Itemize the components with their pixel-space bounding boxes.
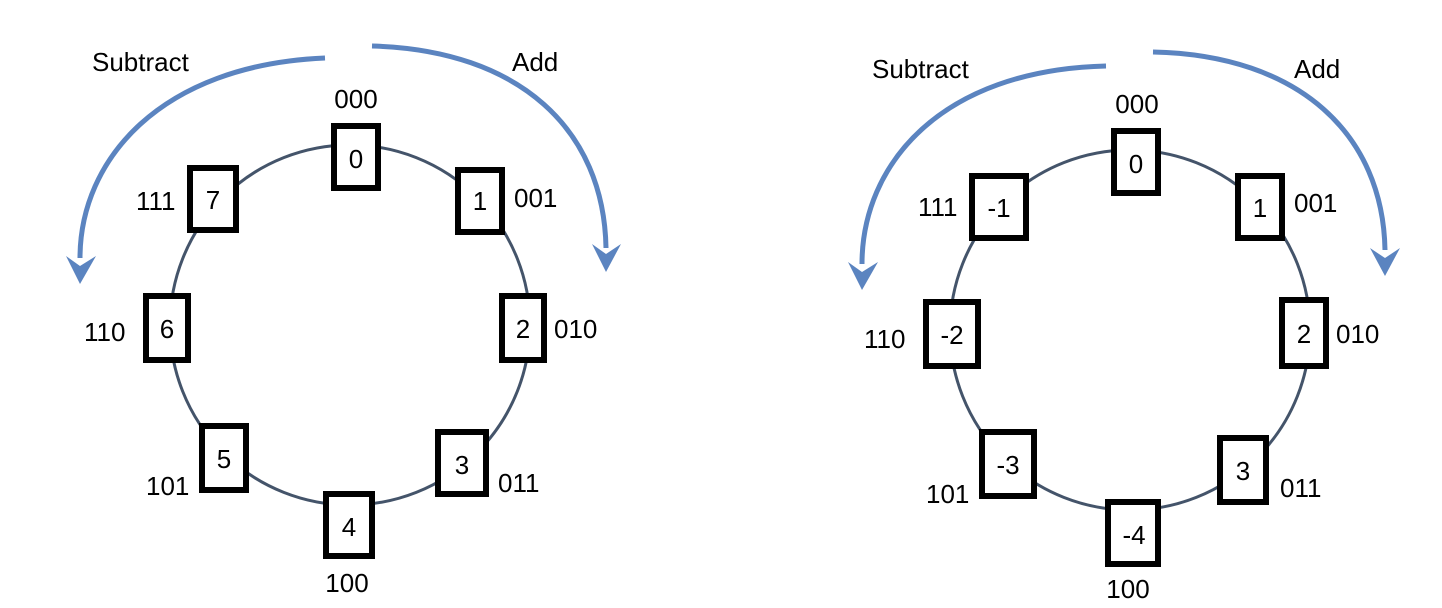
node-box (187, 165, 239, 233)
node-2: 2 010 (1279, 297, 1379, 369)
subtract-arrowhead-icon (66, 256, 96, 284)
subtract-arrow (77, 55, 326, 259)
node-box (435, 429, 489, 497)
signed-diagram: Subtract Add 0 000 1 001 2 010 3 011 (848, 49, 1400, 604)
node-7: 7 111 (136, 165, 239, 233)
add-arrow (1152, 49, 1388, 251)
node-code: 010 (554, 314, 597, 344)
node-value: 2 (1297, 319, 1311, 349)
node-value: 2 (516, 314, 530, 344)
node-value: 7 (206, 185, 220, 215)
node-code: 001 (1294, 188, 1337, 218)
node-box (1105, 499, 1161, 567)
node-value: -2 (940, 320, 963, 350)
node-value: -3 (996, 450, 1019, 480)
node-2: 2 010 (499, 293, 597, 363)
node-3: 3 011 (1217, 435, 1321, 505)
node-1: 1 001 (455, 167, 557, 235)
node-box (969, 173, 1029, 241)
node-value: 0 (1129, 149, 1143, 179)
node-5: 5 101 (146, 423, 249, 501)
node-box (1279, 297, 1329, 369)
node-code: 101 (146, 471, 189, 501)
node-box (979, 429, 1037, 499)
subtract-label: Subtract (872, 54, 970, 84)
node-0: 0 000 (331, 84, 381, 191)
node-minus-2: -2 110 (864, 299, 981, 369)
add-label: Add (1294, 54, 1340, 84)
node-4: 4 100 (323, 491, 375, 598)
node-code: 101 (926, 479, 969, 509)
add-label: Add (512, 47, 558, 77)
node-box (1217, 435, 1269, 505)
subtract-arrow (859, 63, 1107, 265)
node-box (331, 123, 381, 191)
node-code: 110 (84, 317, 125, 347)
node-minus-3: -3 101 (926, 429, 1037, 509)
node-value: -1 (987, 193, 1010, 223)
node-code: 110 (864, 324, 905, 354)
node-box (923, 299, 981, 369)
node-code: 111 (136, 186, 176, 216)
unsigned-diagram: Subtract Add 0 000 1 001 2 010 3 011 (66, 43, 621, 598)
node-value: 3 (1236, 456, 1250, 486)
node-minus-4: -4 100 (1105, 499, 1161, 604)
node-6: 6 110 (84, 293, 191, 363)
subtract-label: Subtract (92, 47, 190, 77)
node-code: 000 (334, 84, 377, 114)
node-box (1111, 128, 1161, 196)
node-3: 3 011 (435, 429, 539, 498)
node-value: 6 (160, 314, 174, 344)
node-0: 0 000 (1111, 89, 1161, 196)
node-value: -4 (1122, 520, 1145, 550)
node-value: 5 (217, 444, 231, 474)
node-box (199, 423, 249, 493)
node-code: 011 (1280, 473, 1321, 503)
node-box (143, 293, 191, 363)
node-minus-1: -1 111 (918, 173, 1029, 241)
node-box (499, 293, 547, 363)
add-arrowhead-icon (1370, 248, 1400, 276)
node-value: 3 (455, 450, 469, 480)
node-code: 100 (1106, 574, 1149, 604)
node-code: 100 (325, 568, 368, 598)
node-code: 111 (918, 192, 958, 222)
node-code: 010 (1336, 319, 1379, 349)
node-value: 1 (1253, 193, 1267, 223)
node-value: 0 (349, 144, 363, 174)
add-arrow (371, 43, 609, 249)
node-value: 4 (342, 512, 356, 542)
node-value: 1 (473, 186, 487, 216)
subtract-arrowhead-icon (848, 262, 878, 290)
node-code: 011 (498, 468, 539, 498)
node-1: 1 001 (1235, 173, 1337, 241)
node-box (455, 167, 505, 235)
node-code: 000 (1115, 89, 1158, 119)
node-code: 001 (514, 183, 557, 213)
add-arrowhead-icon (592, 244, 621, 272)
node-box (1235, 173, 1285, 241)
node-box (323, 491, 375, 559)
